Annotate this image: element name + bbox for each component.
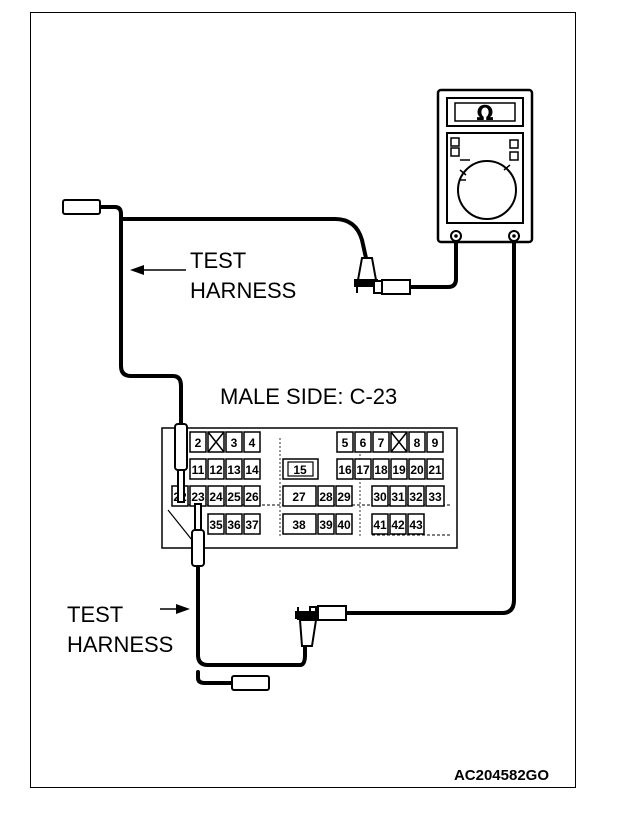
pin-label: 29 bbox=[337, 490, 351, 504]
pin-label: 16 bbox=[338, 463, 352, 477]
alligator-clip-upper bbox=[354, 257, 411, 295]
test-harness-lower-line1: TEST bbox=[67, 602, 123, 627]
connector-c23 bbox=[161, 427, 458, 549]
pin-label: 7 bbox=[378, 436, 385, 450]
connector-title: MALE SIDE: C-23 bbox=[220, 384, 397, 409]
test-harness-upper-line2: HARNESS bbox=[190, 278, 296, 303]
pin-label: 25 bbox=[227, 490, 241, 504]
pin-label: 8 bbox=[414, 436, 421, 450]
lower-harness-wire bbox=[196, 563, 307, 667]
pin-labels: 2 3 4 5 6 7 8 9 11 12 13 14 15 16 17 18 … bbox=[173, 436, 442, 532]
diagram-frame bbox=[30, 12, 576, 788]
pin-label: 2 bbox=[195, 436, 202, 450]
pin-label: 32 bbox=[409, 490, 423, 504]
pin-label: 31 bbox=[391, 490, 405, 504]
pin-label: 42 bbox=[391, 518, 405, 532]
pin-label: 41 bbox=[373, 518, 387, 532]
arrow-lower bbox=[160, 604, 190, 614]
pin-label: 18 bbox=[374, 463, 388, 477]
pin-label: 43 bbox=[409, 518, 423, 532]
plug-upper-left bbox=[62, 199, 101, 215]
meter-lead-left bbox=[408, 236, 458, 289]
pin-label: 24 bbox=[209, 490, 223, 504]
meter-display-symbol: Ω bbox=[476, 101, 493, 125]
blank-pin-x-2 bbox=[390, 431, 408, 453]
pin-label: 15 bbox=[293, 463, 307, 477]
pin-label: 33 bbox=[428, 490, 442, 504]
test-harness-lower-line2: HARNESS bbox=[67, 632, 173, 657]
pin-label: 9 bbox=[432, 436, 439, 450]
pin-label: 12 bbox=[209, 463, 223, 477]
pin-label: 40 bbox=[337, 518, 351, 532]
pin-label: 35 bbox=[209, 518, 223, 532]
ohmmeter-icon: Ω bbox=[436, 88, 534, 244]
pin-label: 13 bbox=[227, 463, 241, 477]
pin-label: 5 bbox=[342, 436, 349, 450]
pin-label: 4 bbox=[249, 436, 256, 450]
probe-upper bbox=[174, 423, 188, 503]
pin-label: 26 bbox=[245, 490, 259, 504]
upper-harness-branch bbox=[119, 217, 368, 260]
pin-label: 17 bbox=[356, 463, 370, 477]
pin-label: 20 bbox=[410, 463, 424, 477]
pin-label: 27 bbox=[292, 490, 306, 504]
pin-label: 28 bbox=[319, 490, 333, 504]
alligator-clip-lower bbox=[295, 605, 347, 647]
pin-label: 30 bbox=[373, 490, 387, 504]
pin-label: 3 bbox=[231, 436, 238, 450]
pin-label: 39 bbox=[319, 518, 333, 532]
test-harness-upper-line1: TEST bbox=[190, 248, 246, 273]
pin-label: 6 bbox=[360, 436, 367, 450]
lower-harness-branch bbox=[196, 670, 234, 685]
pin-label: 14 bbox=[245, 463, 259, 477]
pin-label: 36 bbox=[227, 518, 241, 532]
pin-label: 19 bbox=[392, 463, 406, 477]
meter-lead-right bbox=[343, 236, 516, 615]
figure-code: AC204582GO bbox=[454, 767, 549, 784]
blank-pin-x-1 bbox=[207, 431, 225, 453]
upper-harness-wire bbox=[98, 205, 183, 427]
pin-label: 21 bbox=[428, 463, 442, 477]
pin-label: 11 bbox=[192, 463, 205, 477]
meter-dial bbox=[457, 160, 517, 220]
pin-label: 23 bbox=[191, 490, 205, 504]
plug-lower-end bbox=[231, 675, 270, 691]
pin-label: 38 bbox=[292, 518, 306, 532]
pin-label: 37 bbox=[245, 518, 259, 532]
probe-lower bbox=[191, 503, 205, 567]
arrow-upper bbox=[130, 265, 186, 275]
